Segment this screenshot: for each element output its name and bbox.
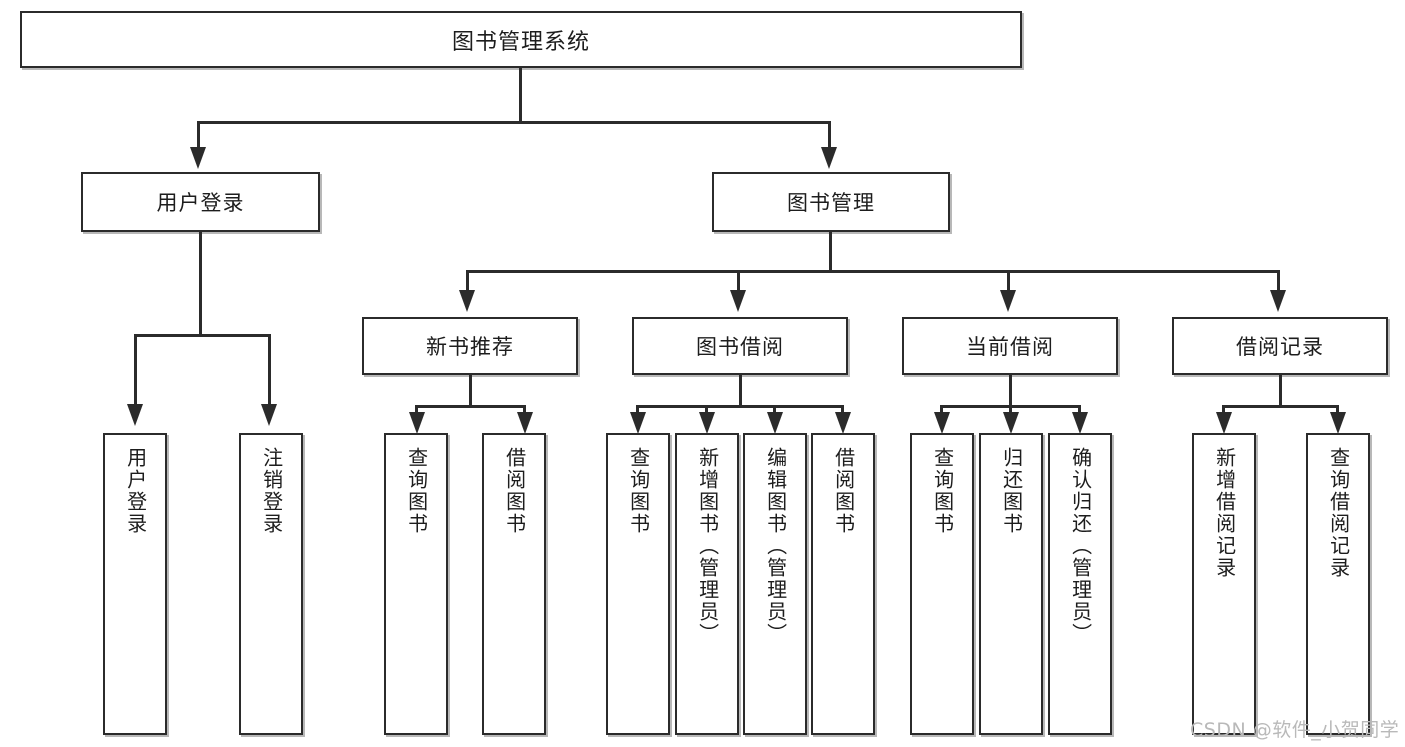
arrowhead-leaf-add-book [699, 412, 715, 434]
connector-user-login-drop-1 [134, 334, 137, 406]
connector-book-borrow-drop-3 [773, 405, 776, 415]
leaf-borrow-book-new-recommend[interactable]: 借阅图书 [482, 433, 546, 735]
connector-level2-drop-current-borrow [1007, 270, 1010, 292]
node-label: 借阅记录 [1236, 335, 1324, 359]
connector-current-borrow-stem [1009, 375, 1012, 407]
connector-borrow-record-drop-2 [1336, 405, 1339, 415]
leaf-edit-book-admin[interactable]: 编辑图书（管理员） [743, 433, 807, 735]
node-root-book-management-system[interactable]: 图书管理系统 [20, 11, 1022, 68]
connector-root-stem [519, 68, 522, 123]
connector-level2-drop-book-borrow [737, 270, 740, 292]
connector-level1-drop-user-login [197, 121, 200, 149]
connector-new-book-bus [415, 405, 526, 408]
node-new-book-recommend[interactable]: 新书推荐 [362, 317, 578, 375]
arrowhead-book-management [821, 147, 837, 169]
connector-book-borrow-drop-1 [636, 405, 639, 415]
leaf-borrow-book[interactable]: 借阅图书 [811, 433, 875, 735]
node-label: 用户登录 [156, 191, 245, 215]
arrowhead-leaf-confirm-return [1072, 412, 1088, 434]
connector-user-login-stem [199, 232, 202, 336]
leaf-label: 用户登录 [123, 447, 148, 535]
leaf-return-book[interactable]: 归还图书 [979, 433, 1043, 735]
connector-new-book-drop-1 [415, 405, 418, 415]
leaf-query-book-current[interactable]: 查询图书 [910, 433, 974, 735]
csdn-watermark: CSDN @软件_小贺同学 [1190, 719, 1400, 741]
leaf-user-login[interactable]: 用户登录 [103, 433, 167, 735]
arrowhead-new-book-recommend [459, 290, 475, 312]
leaf-label: 归还图书 [999, 447, 1024, 535]
connector-level2-drop-new-book [466, 270, 469, 292]
node-book-management[interactable]: 图书管理 [712, 172, 950, 232]
connector-book-borrow-stem [739, 375, 742, 407]
arrowhead-leaf-logout [261, 404, 277, 426]
leaf-label: 新增图书（管理员） [695, 447, 720, 645]
leaf-query-borrow-record[interactable]: 查询借阅记录 [1306, 433, 1370, 735]
connector-borrow-record-stem [1279, 375, 1282, 407]
leaf-label: 查询图书 [626, 447, 651, 535]
arrowhead-leaf-query-record [1330, 412, 1346, 434]
connector-book-borrow-drop-2 [705, 405, 708, 415]
leaf-label: 确认归还（管理员） [1068, 447, 1093, 645]
connector-current-borrow-drop-2 [1009, 405, 1012, 415]
arrowhead-current-borrow [1000, 290, 1016, 312]
connector-book-borrow-drop-4 [841, 405, 844, 415]
arrowhead-leaf-borrow-book-1 [517, 412, 533, 434]
leaf-label: 查询图书 [404, 447, 429, 535]
connector-user-login-bus [134, 334, 271, 337]
node-label: 图书管理系统 [451, 29, 590, 55]
arrowhead-borrow-record [1270, 290, 1286, 312]
connector-level2-bus [466, 270, 1280, 273]
node-label: 新书推荐 [426, 335, 514, 359]
connector-new-book-drop-2 [523, 405, 526, 415]
arrowhead-leaf-edit-book [767, 412, 783, 434]
node-current-borrow[interactable]: 当前借阅 [902, 317, 1118, 375]
connector-level1-drop-book-management [828, 121, 831, 149]
leaf-add-book-admin[interactable]: 新增图书（管理员） [675, 433, 739, 735]
leaf-logout[interactable]: 注销登录 [239, 433, 303, 735]
leaf-add-borrow-record[interactable]: 新增借阅记录 [1192, 433, 1256, 735]
arrowhead-leaf-query-book-3 [934, 412, 950, 434]
arrowhead-user-login [190, 147, 206, 169]
connector-current-borrow-drop-3 [1078, 405, 1081, 415]
leaf-query-book-borrow[interactable]: 查询图书 [606, 433, 670, 735]
leaf-label: 借阅图书 [831, 447, 856, 535]
connector-borrow-record-bus [1222, 405, 1339, 408]
leaf-confirm-return-admin[interactable]: 确认归还（管理员） [1048, 433, 1112, 735]
connector-book-borrow-bus [636, 405, 844, 408]
connector-user-login-drop-2 [268, 334, 271, 406]
arrowhead-leaf-add-record [1216, 412, 1232, 434]
leaf-query-book-new-recommend[interactable]: 查询图书 [384, 433, 448, 735]
leaf-label: 借阅图书 [502, 447, 527, 535]
connector-book-management-stem [829, 232, 832, 272]
connector-borrow-record-drop-1 [1222, 405, 1225, 415]
arrowhead-leaf-query-book-2 [630, 412, 646, 434]
leaf-label: 编辑图书（管理员） [763, 447, 788, 645]
leaf-label: 新增借阅记录 [1212, 447, 1237, 579]
connector-current-borrow-drop-1 [940, 405, 943, 415]
node-label: 图书管理 [787, 191, 875, 215]
node-label: 图书借阅 [696, 335, 784, 359]
arrowhead-leaf-query-book-1 [409, 412, 425, 434]
leaf-label: 查询图书 [930, 447, 955, 535]
node-label: 当前借阅 [966, 335, 1054, 359]
arrowhead-leaf-user-login [127, 404, 143, 426]
leaf-label: 查询借阅记录 [1326, 447, 1351, 579]
arrowhead-leaf-return-book [1003, 412, 1019, 434]
arrowhead-leaf-borrow-book-2 [835, 412, 851, 434]
connector-new-book-stem [469, 375, 472, 407]
connector-level2-drop-borrow-record [1277, 270, 1280, 292]
connector-level1-bus [197, 121, 831, 124]
leaf-label: 注销登录 [259, 447, 284, 535]
arrowhead-book-borrow [730, 290, 746, 312]
node-borrow-record[interactable]: 借阅记录 [1172, 317, 1388, 375]
node-book-borrow[interactable]: 图书借阅 [632, 317, 848, 375]
node-user-login[interactable]: 用户登录 [81, 172, 320, 232]
